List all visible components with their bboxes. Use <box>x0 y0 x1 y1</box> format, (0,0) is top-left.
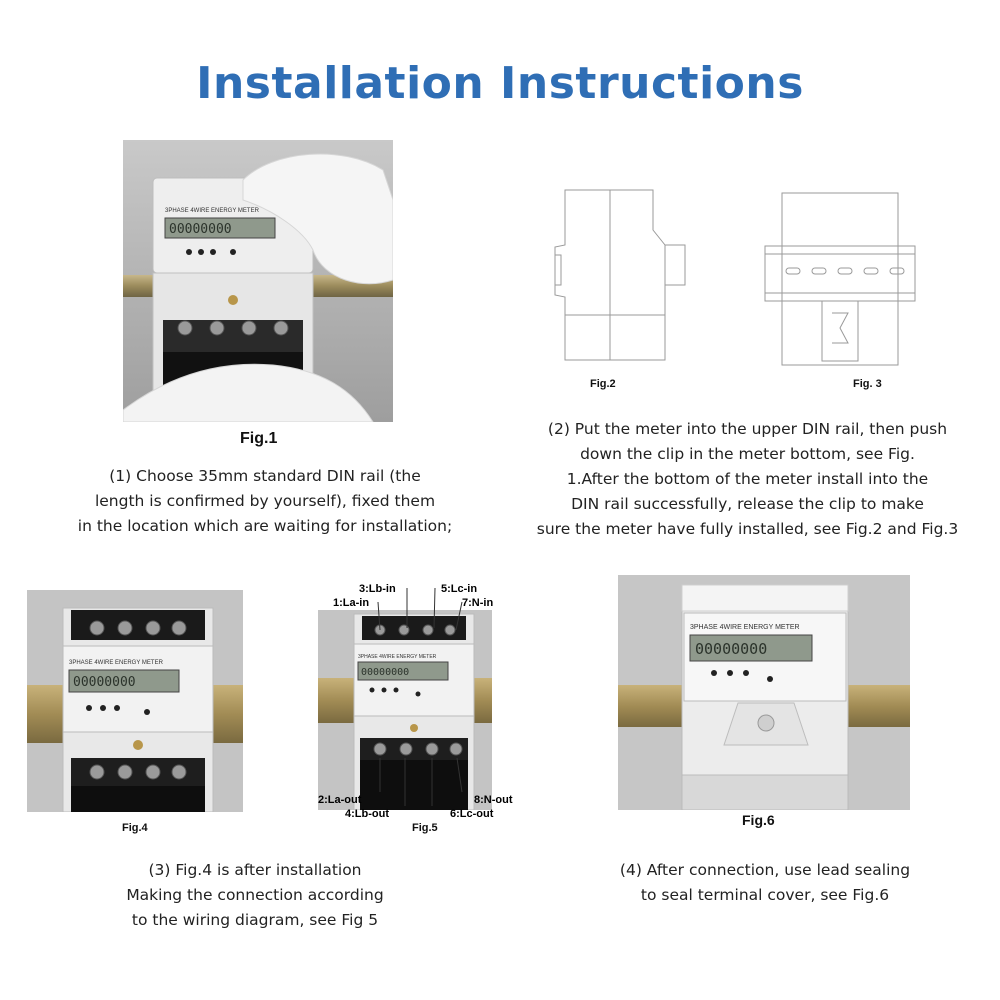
fig1-lcd: 00000000 <box>169 222 232 237</box>
fig4-meter-label: 3PHASE 4WIRE ENERGY METER <box>69 660 164 666</box>
wiring-la-in: 1:La-in <box>333 597 370 609</box>
fig6-photo: 3PHASE 4WIRE ENERGY METER 00000000 <box>618 575 910 810</box>
fig5-photo: 3PHASE 4WIRE ENERGY METER 00000000 <box>318 610 492 810</box>
fig2-drawing <box>545 185 695 370</box>
fig4-photo: 3PHASE 4WIRE ENERGY METER 00000000 <box>27 590 243 812</box>
fig6-meter-label: 3PHASE 4WIRE ENERGY METER <box>690 624 800 631</box>
step4-line1: (4) After connection, use lead sealing <box>619 861 911 879</box>
step4-line2: to seal terminal cover, see Fig.6 <box>640 886 890 904</box>
wiring-la-out: 2:La-out <box>318 794 362 806</box>
step2-text: (2) Put the meter into the upper DIN rai… <box>525 417 970 542</box>
step1-line3: in the location which are waiting for in… <box>77 517 453 535</box>
fig3-label: Fig. 3 <box>853 378 882 390</box>
step2-line3: 1.After the bottom of the meter install … <box>566 470 929 488</box>
fig5-meter-label: 3PHASE 4WIRE ENERGY METER <box>358 654 437 660</box>
step1-text: (1) Choose 35mm standard DIN rail (the l… <box>60 464 470 539</box>
fig1-photo: 3PHASE 4WIRE ENERGY METER 00000000 <box>123 140 393 422</box>
page-title: Installation Instructions <box>196 58 804 109</box>
fig4-lcd: 00000000 <box>73 675 136 690</box>
fig4-label: Fig.4 <box>122 822 148 834</box>
step3-line2: Making the connection according <box>126 886 384 904</box>
wiring-lc-out: 6:Lc-out <box>450 808 494 820</box>
fig3-drawing <box>760 188 920 370</box>
wiring-lb-in: 3:Lb-in <box>359 583 396 595</box>
fig6-lcd: 00000000 <box>695 640 767 658</box>
wiring-lb-out: 4:Lb-out <box>345 808 389 820</box>
fig5-label: Fig.5 <box>412 822 438 834</box>
step3-line1: (3) Fig.4 is after installation <box>148 861 362 879</box>
fig6-label: Fig.6 <box>742 812 775 828</box>
fig5-lcd: 00000000 <box>361 667 409 678</box>
fig1-label: Fig.1 <box>240 430 278 447</box>
step3-text: (3) Fig.4 is after installation Making t… <box>95 858 415 933</box>
wiring-lc-in: 5:Lc-in <box>441 583 478 595</box>
step1-line2: length is confirmed by yourself), fixed … <box>94 492 436 510</box>
step1-line1: (1) Choose 35mm standard DIN rail (the <box>109 467 421 485</box>
wiring-n-in: 7:N-in <box>462 597 494 609</box>
step2-line5: sure the meter have fully installed, see… <box>536 520 959 538</box>
fig1-meter-label: 3PHASE 4WIRE ENERGY METER <box>165 208 260 214</box>
step2-line4: DIN rail successfully, release the clip … <box>571 495 924 513</box>
fig5-callout-lines <box>377 587 463 806</box>
step3-line3: to the wiring diagram, see Fig 5 <box>131 911 379 929</box>
fig2-label: Fig.2 <box>590 378 616 390</box>
step2-line2: down the clip in the meter bottom, see F… <box>580 445 915 463</box>
wiring-n-out: 8:N-out <box>474 794 513 806</box>
step2-line1: (2) Put the meter into the upper DIN rai… <box>547 420 948 438</box>
step4-text: (4) After connection, use lead sealing t… <box>590 858 940 908</box>
